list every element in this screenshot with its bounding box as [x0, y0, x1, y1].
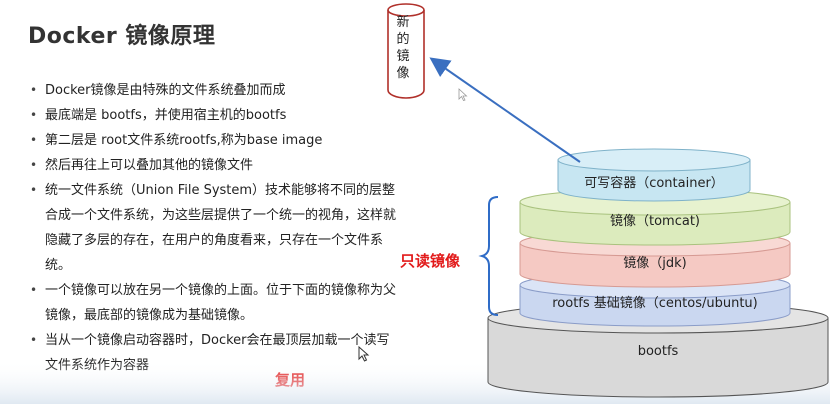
commit-arrow: [429, 57, 581, 163]
list-item: 一个镜像可以放在另一个镜像的上面。位于下面的镜像称为父镜像，最底部的镜像成为基础…: [30, 278, 400, 328]
new-image-label: 新的镜像: [396, 15, 410, 81]
list-item: Docker镜像是由特殊的文件系统叠加而成: [30, 78, 400, 103]
read-only-images-label: 只读镜像: [400, 252, 461, 270]
bootfs-layer-label: bootfs: [637, 344, 679, 359]
jdk-layer-label: 镜像（jdk): [623, 256, 687, 271]
new-image-shape: [387, 3, 425, 99]
list-item: 最底端是 bootfs，并使用宿主机的bootfs: [30, 103, 400, 128]
list-item: 然后再往上可以叠加其他的镜像文件: [30, 153, 400, 178]
container-layer: [557, 148, 751, 202]
list-item: 第二层是 root文件系统rootfs,称为base image: [30, 128, 400, 153]
container-layer-label: 可写容器（container）: [584, 176, 724, 191]
rootfs-layer-label: rootfs 基础镜像（centos/ubuntu): [552, 296, 758, 311]
small-cursor-icon: [458, 88, 468, 101]
tomcat-layer-label: 镜像（tomcat): [610, 214, 700, 229]
page-title: Docker 镜像原理: [28, 24, 216, 49]
list-item: 统一文件系统（Union File System）技术能够将不同的层整合成一个文…: [30, 178, 400, 278]
read-only-brace: [478, 196, 499, 316]
